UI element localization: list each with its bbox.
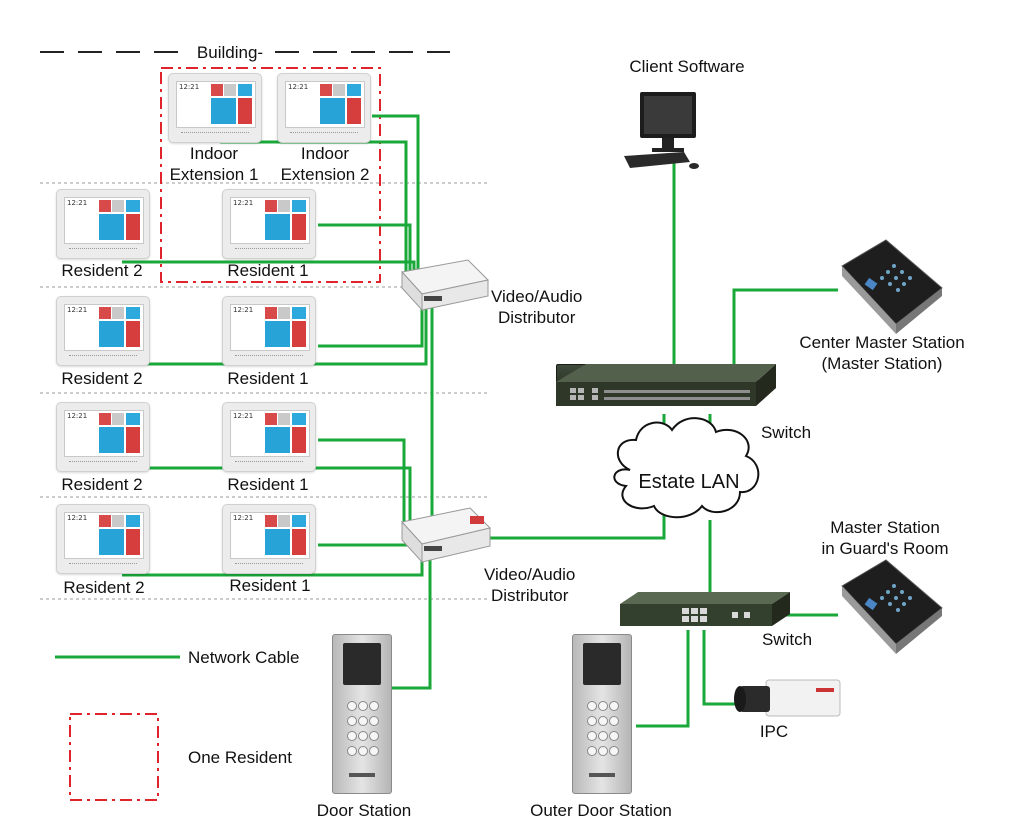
one-resident-boundary	[160, 67, 381, 283]
guard-switch-label: Switch	[761, 630, 813, 649]
video-audio-distributor-1	[401, 259, 490, 312]
main-switch-label: Switch	[760, 423, 812, 442]
cable	[388, 532, 432, 690]
outer-door-station-icon	[572, 634, 632, 794]
cable	[732, 288, 838, 366]
resident-2-monitor: 12:21	[56, 296, 150, 366]
resident-2-monitor: 12:21	[56, 504, 150, 574]
client-software-pc-icon	[624, 92, 699, 169]
resident-1-label: Resident 1	[227, 475, 309, 494]
cable	[702, 630, 738, 706]
indoor-extension-2-monitor: 12:21	[277, 73, 371, 143]
resident-2-monitor: 12:21	[56, 402, 150, 472]
legend-resident-box	[69, 713, 159, 801]
cable	[436, 512, 666, 540]
estate-lan-label: Estate LAN	[638, 471, 740, 493]
center-master-station-label: Center Master Station(Master Station)	[799, 333, 965, 373]
ipc-camera-icon	[734, 679, 841, 717]
resident-2-label: Resident 2	[61, 261, 143, 280]
resident-1-label: Resident 1	[227, 261, 309, 280]
resident-1-monitor: 12:21	[222, 189, 316, 259]
cable	[318, 223, 412, 290]
guard-master-station-icon	[841, 559, 943, 654]
resident-1-label: Resident 1	[229, 576, 311, 595]
client-software-label: Client Software	[629, 57, 745, 76]
legend-one-resident-label: One Resident	[188, 748, 292, 767]
resident-1-monitor: 12:21	[222, 296, 316, 366]
outer-door-station-label: Outer Door Station	[530, 801, 672, 820]
center-master-station-icon	[841, 239, 943, 334]
estate-lan-cloud	[613, 417, 760, 519]
video-audio-distributor-2	[401, 507, 491, 564]
indoor-extension-1-monitor: 12:21	[168, 73, 262, 143]
main-switch-body	[556, 364, 776, 406]
cable	[372, 114, 420, 290]
resident-1-monitor: 12:21	[222, 504, 316, 574]
resident-2-monitor: 12:21	[56, 189, 150, 259]
resident-2-label: Resident 2	[61, 475, 143, 494]
door-station-label: Door Station	[316, 801, 412, 820]
resident-2-label: Resident 2	[63, 578, 145, 597]
resident-2-label: Resident 2	[61, 369, 143, 388]
building-label: Building-	[196, 43, 264, 62]
ipc-label: IPC	[759, 722, 789, 741]
door-station-icon	[332, 634, 392, 794]
guard-switch-icon	[620, 592, 790, 626]
cable	[636, 630, 690, 728]
cable	[318, 438, 406, 530]
resident-1-monitor: 12:21	[222, 402, 316, 472]
resident-1-label: Resident 1	[227, 369, 309, 388]
legend-network-cable-label: Network Cable	[188, 648, 300, 667]
cable	[122, 466, 412, 530]
